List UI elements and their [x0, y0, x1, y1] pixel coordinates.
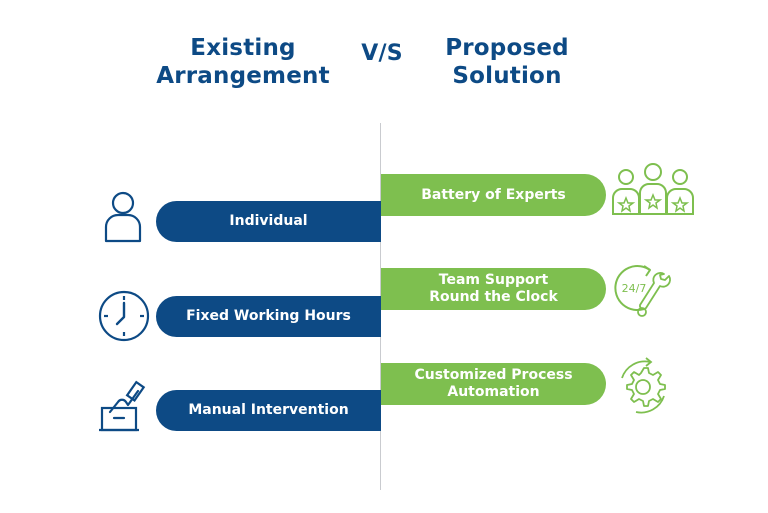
svg-text:24/7: 24/7 [622, 282, 647, 295]
proposed-item-experts: Battery of Experts [381, 174, 606, 216]
hand-ballot-icon [99, 380, 146, 432]
existing-arrangement-heading: Existing Arrangement [150, 34, 336, 90]
heading-right-line1: Proposed [445, 35, 569, 61]
existing-item-individual: Individual [156, 201, 381, 242]
existing-item-fixed-hours: Fixed Working Hours [156, 296, 381, 337]
proposed-item-label-line1: Customized Process [414, 367, 573, 383]
heading-left-line1: Existing [190, 35, 296, 61]
existing-item-manual: Manual Intervention [156, 390, 381, 431]
proposed-item-label-line2: Automation [447, 384, 540, 400]
proposed-item-label-line2: Round the Clock [429, 289, 558, 305]
support-24-7-icon: 24/7 [614, 265, 671, 317]
proposed-item-label-line1: Team Support [438, 272, 549, 288]
proposed-solution-heading: Proposed Solution [420, 34, 594, 90]
proposed-item-label: Battery of Experts [421, 186, 566, 203]
proposed-item-automation: Customized Process Automation [381, 363, 606, 405]
clock-icon [98, 290, 150, 342]
proposed-item-support: Team Support Round the Clock [381, 268, 606, 310]
existing-item-label: Individual [229, 213, 308, 229]
heading-right-line2: Solution [452, 63, 562, 89]
existing-item-label: Manual Intervention [188, 402, 349, 418]
expert-team-icon [612, 163, 694, 215]
existing-item-label: Fixed Working Hours [186, 308, 351, 324]
vs-label: V/S [361, 41, 403, 66]
person-icon [104, 191, 142, 243]
gear-automation-icon [621, 357, 666, 414]
heading-left-line2: Arrangement [156, 63, 330, 89]
